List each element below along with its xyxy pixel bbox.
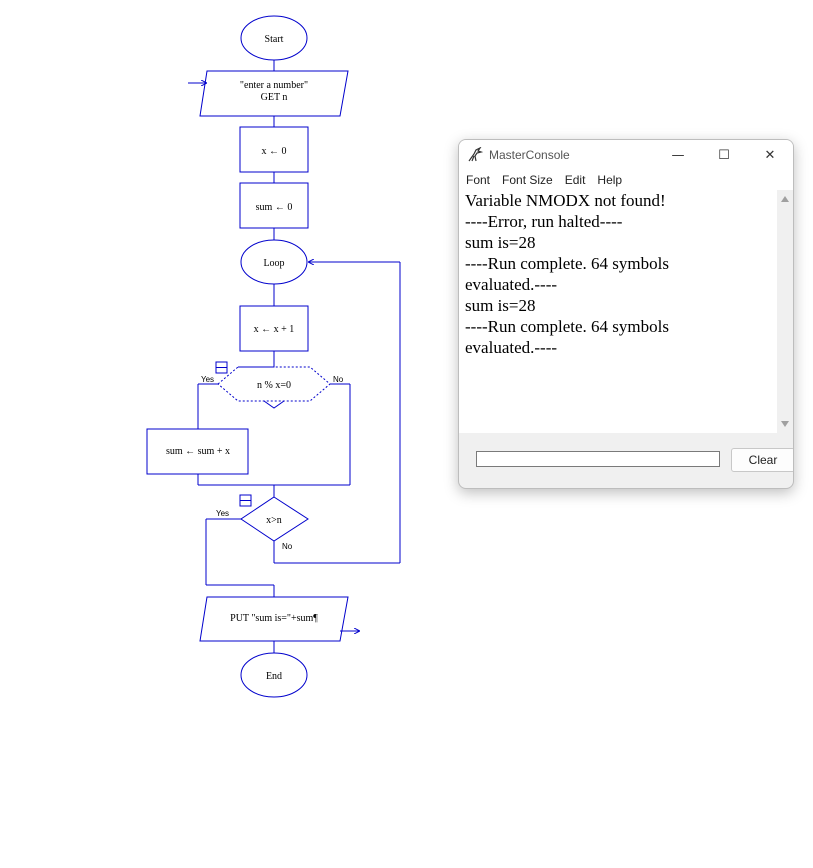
- minimize-button[interactable]: —: [671, 147, 685, 163]
- vertical-scrollbar[interactable]: [777, 190, 793, 433]
- end-terminal[interactable]: [240, 652, 308, 698]
- menu-font[interactable]: Font: [466, 173, 491, 187]
- close-button[interactable]: ✕: [764, 147, 776, 163]
- output-line: evaluated.----: [465, 338, 558, 357]
- loop-node[interactable]: [240, 239, 308, 285]
- output-parallelogram[interactable]: [199, 596, 349, 642]
- loop-label: Loop: [263, 258, 284, 269]
- sum-update-box[interactable]: [146, 428, 249, 475]
- output-line: sum is=28: [465, 296, 536, 315]
- menu-bar: Font Font Size Edit Help: [459, 170, 793, 190]
- output-line: ----Error, run halted----: [465, 212, 623, 231]
- output-line: ----Run complete. 64 symbols: [465, 317, 669, 336]
- output-label: PUT "sum is="+sum¶: [230, 613, 318, 624]
- mod-decision[interactable]: [217, 366, 331, 402]
- start-terminal[interactable]: [240, 15, 308, 61]
- menu-edit[interactable]: Edit: [564, 173, 586, 187]
- exit-decision[interactable]: [240, 496, 309, 542]
- assign-sum-box[interactable]: [239, 182, 309, 229]
- exit-no-label: No: [282, 542, 293, 551]
- mod-yes-label: Yes: [201, 375, 214, 384]
- increment-box[interactable]: [239, 305, 309, 352]
- input-get-label: GET n: [261, 92, 288, 103]
- input-parallelogram[interactable]: [199, 70, 349, 117]
- output-line: evaluated.----: [465, 275, 558, 294]
- exit-condition-label: x>n: [266, 515, 282, 526]
- scroll-down-arrow-icon[interactable]: [781, 421, 789, 427]
- master-console-window: MasterConsole — ☐ ✕ Font Font Size Edit …: [458, 139, 794, 489]
- end-label: End: [266, 671, 282, 682]
- clear-button[interactable]: Clear: [731, 448, 793, 472]
- decision-top-notch: [238, 362, 275, 368]
- mod-no-label: No: [333, 375, 344, 384]
- menu-help[interactable]: Help: [597, 173, 623, 187]
- increment-label: x ← x + 1: [254, 324, 295, 335]
- console-output[interactable]: Variable NMODX not found! ----Error, run…: [459, 190, 777, 433]
- title-bar[interactable]: MasterConsole — ☐ ✕: [459, 140, 793, 170]
- output-line: Variable NMODX not found!: [465, 191, 666, 210]
- input-prompt-label: "enter a number": [240, 80, 308, 91]
- command-input[interactable]: [476, 451, 720, 467]
- mod-condition-label: n % x=0: [257, 380, 291, 391]
- decision-bottom-notch: [263, 400, 285, 409]
- menu-font-size[interactable]: Font Size: [502, 173, 553, 187]
- exit-yes-label: Yes: [216, 509, 229, 518]
- output-line: sum is=28: [465, 233, 536, 252]
- assign-x-label: x ← 0: [262, 146, 287, 157]
- raptor-app-icon: [467, 146, 484, 163]
- sum-update-label: sum ← sum + x: [166, 446, 230, 457]
- start-label: Start: [265, 34, 284, 45]
- assign-sum-label: sum ← 0: [256, 202, 293, 213]
- assign-x-box[interactable]: [239, 126, 309, 173]
- maximize-button[interactable]: ☐: [718, 147, 730, 163]
- scroll-up-arrow-icon[interactable]: [781, 196, 789, 202]
- window-title: MasterConsole: [489, 148, 570, 162]
- output-line: ----Run complete. 64 symbols: [465, 254, 669, 273]
